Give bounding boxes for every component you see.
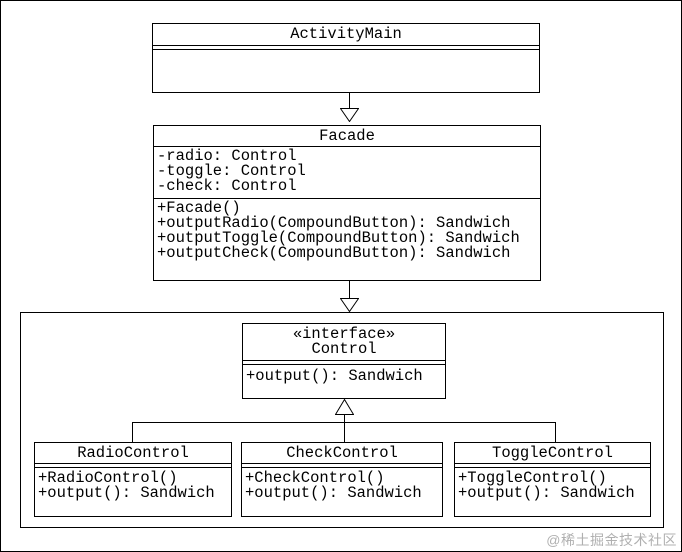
hollow-triangle-down-icon — [340, 298, 359, 312]
method-line: +output(): Sandwich — [246, 367, 423, 385]
class-box-activitymain: ActivityMain — [152, 23, 540, 93]
method-line: +CheckControl() — [245, 469, 385, 487]
hollow-triangle-up-icon — [335, 399, 354, 415]
attribute-line: -toggle: Control — [157, 162, 306, 180]
attributes-compartment-empty — [35, 463, 231, 467]
arrow-line-activitymain-facade — [349, 93, 350, 109]
connector-stub-radiocontrol — [132, 422, 133, 442]
method-line: +outputToggle(CompoundButton): Sandwich — [157, 229, 520, 247]
attribute-line: -check: Control — [157, 177, 297, 195]
connector-horizontal-line — [132, 422, 556, 423]
class-title-togglecontrol: ToggleControl — [492, 443, 613, 462]
class-box-checkcontrol: CheckControl +CheckControl() +output(): … — [241, 442, 443, 517]
method-line: +outputRadio(CompoundButton): Sandwich — [157, 214, 511, 232]
class-box-togglecontrol: ToggleControl +ToggleControl() +output()… — [454, 442, 651, 517]
attributes-compartment-empty — [455, 463, 650, 467]
attributes-compartment-empty — [243, 360, 445, 364]
attributes-compartment-empty — [153, 45, 539, 49]
interface-box-control: «interface» Control +output(): Sandwich — [242, 323, 446, 399]
watermark-text: @稀土掘金技术社区 — [546, 532, 677, 548]
class-title-checkcontrol: CheckControl — [286, 443, 398, 462]
method-line: +Facade() — [157, 199, 241, 217]
interface-stereotype: «interface» — [292, 325, 396, 343]
connector-stub-togglecontrol — [555, 422, 556, 442]
operations-compartment-facade: +Facade() +outputRadio(CompoundButton): … — [154, 198, 540, 280]
arrow-line-facade-group — [349, 281, 350, 299]
method-line: +RadioControl() — [38, 469, 178, 487]
operations-compartment-empty — [153, 49, 539, 92]
class-title-activitymain: ActivityMain — [290, 25, 402, 43]
class-title-facade: Facade — [319, 126, 375, 145]
attributes-compartment-empty — [242, 463, 442, 467]
interface-title-control: «interface» Control — [243, 324, 445, 360]
class-box-radiocontrol: RadioControl +RadioControl() +output(): … — [34, 442, 232, 517]
class-title-radiocontrol: RadioControl — [77, 443, 189, 462]
hollow-triangle-down-icon — [340, 108, 359, 122]
attributes-compartment-facade: -radio: Control -toggle: Control -check:… — [154, 146, 540, 198]
connector-stub-checkcontrol — [344, 414, 345, 442]
interface-name: Control — [311, 340, 377, 358]
method-line: +output(): Sandwich — [245, 484, 422, 502]
operations-compartment-control: +output(): Sandwich — [243, 364, 445, 398]
class-box-facade: Facade -radio: Control -toggle: Control … — [153, 125, 541, 281]
operations-compartment-radiocontrol: +RadioControl() +output(): Sandwich — [35, 467, 231, 516]
method-line: +ToggleControl() — [458, 469, 607, 487]
operations-compartment-checkcontrol: +CheckControl() +output(): Sandwich — [242, 467, 442, 516]
operations-compartment-togglecontrol: +ToggleControl() +output(): Sandwich — [455, 467, 650, 516]
attribute-line: -radio: Control — [157, 147, 297, 165]
method-line: +outputCheck(CompoundButton): Sandwich — [157, 244, 511, 262]
method-line: +output(): Sandwich — [458, 484, 635, 502]
method-line: +output(): Sandwich — [38, 484, 215, 502]
